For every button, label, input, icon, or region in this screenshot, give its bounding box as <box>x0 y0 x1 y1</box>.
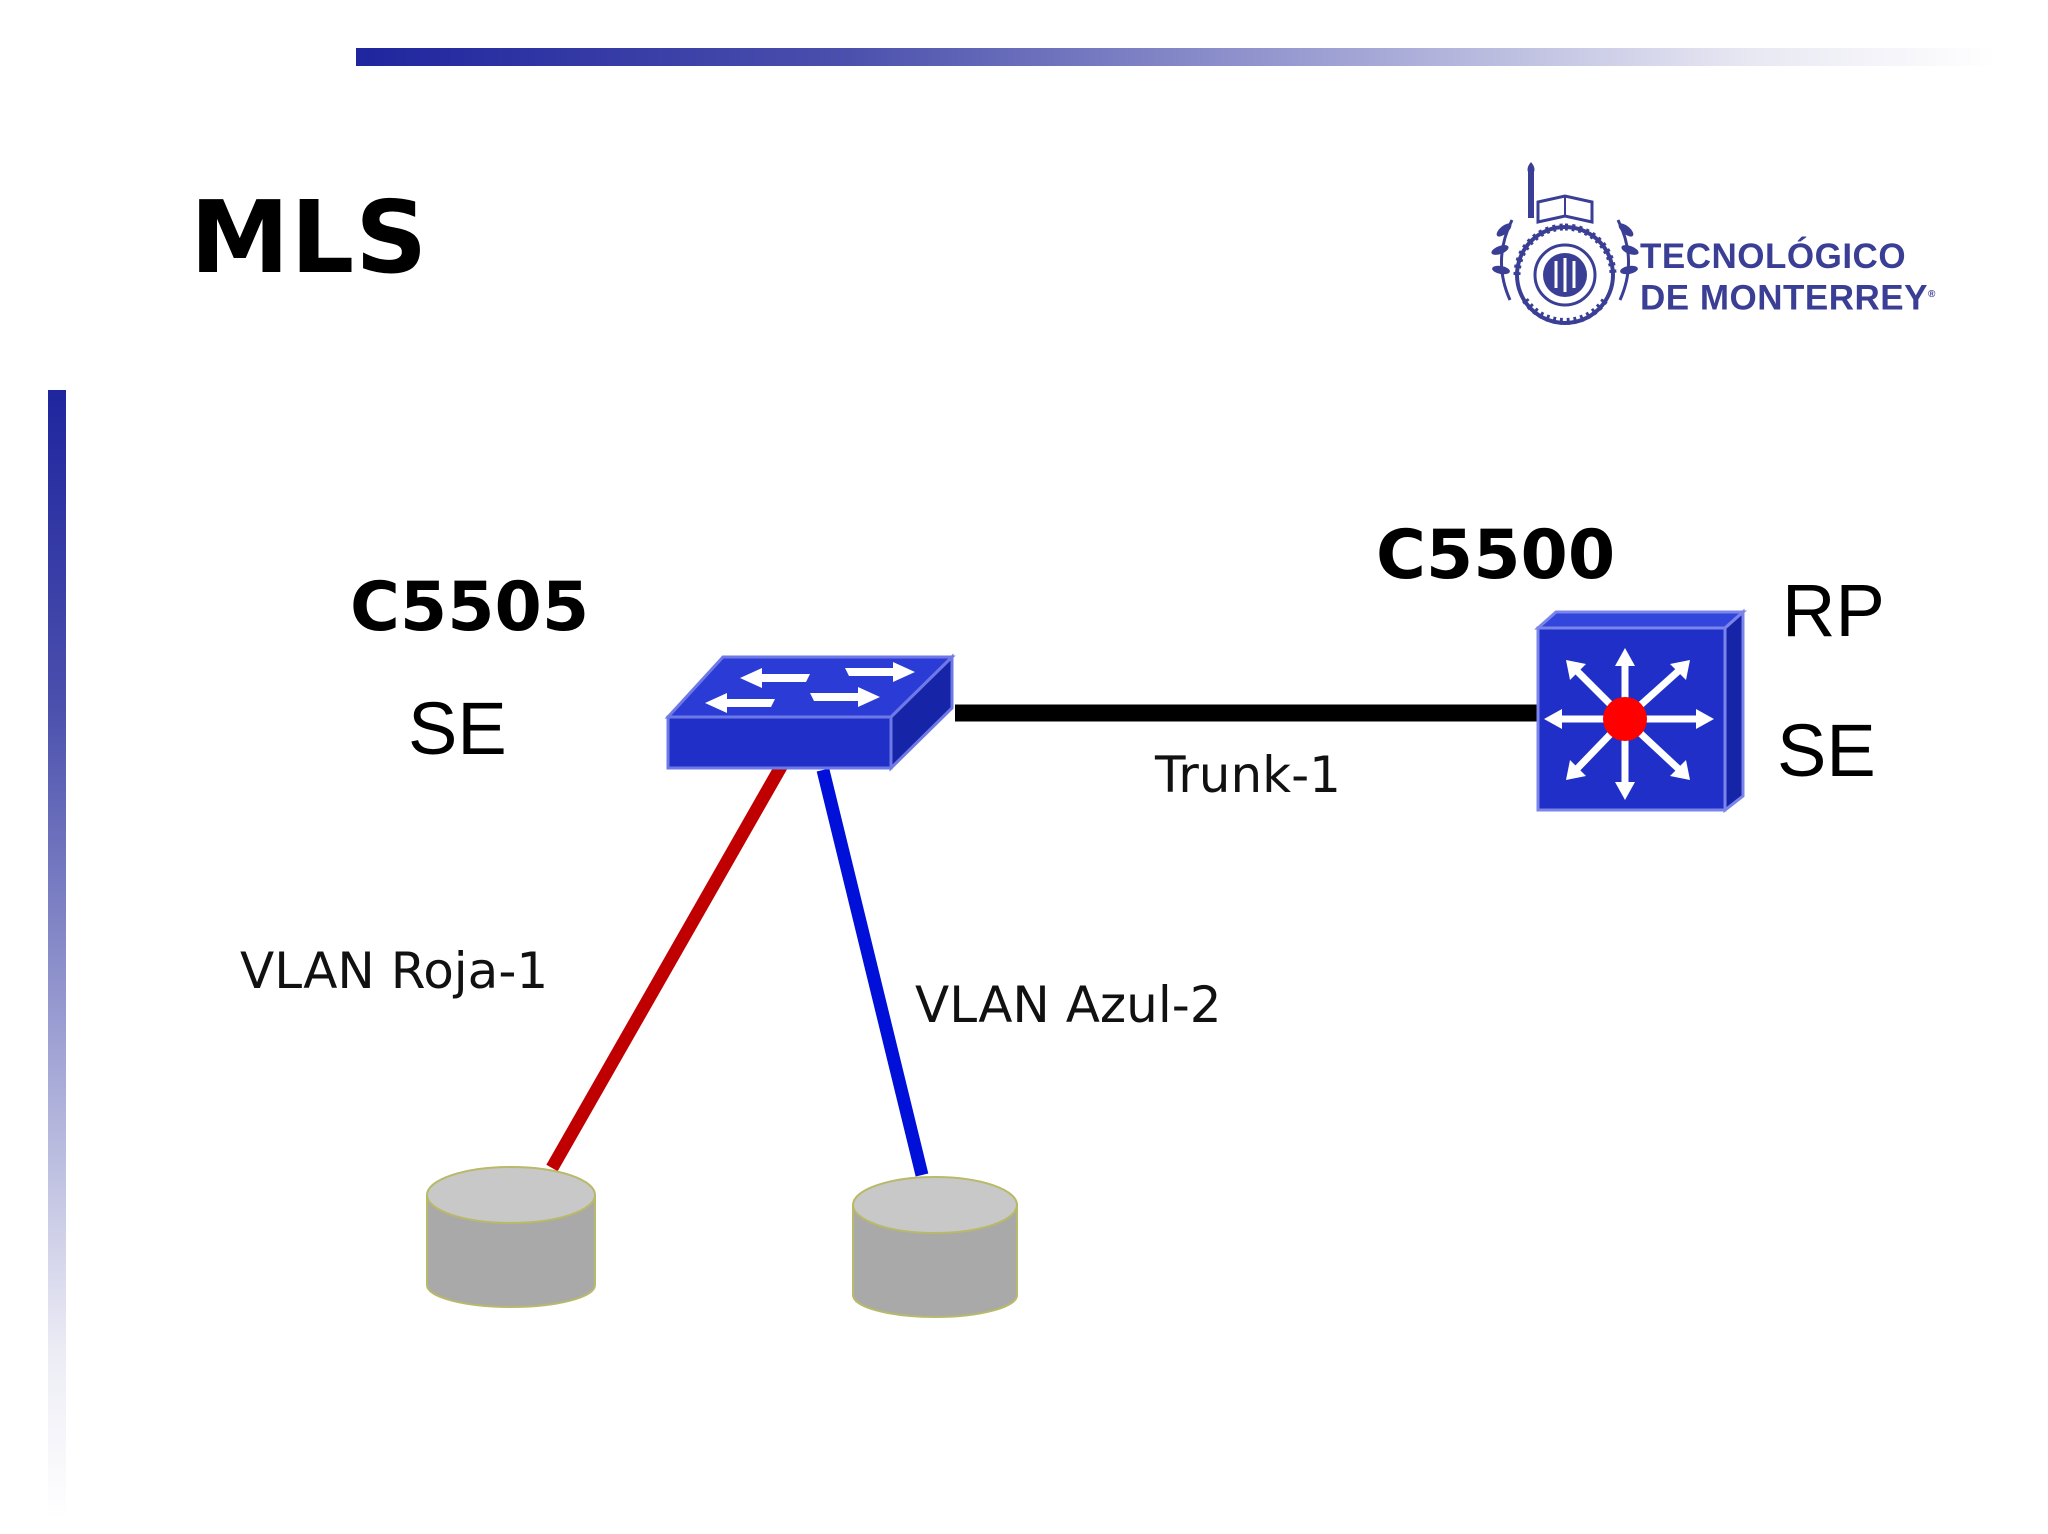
slide-title: MLS <box>190 179 429 296</box>
switch-left-role: SE <box>408 687 507 770</box>
vlan-red-label: VLAN Roja-1 <box>240 942 549 1000</box>
trunk-label: Trunk-1 <box>1155 746 1341 804</box>
switch-right-role-se: SE <box>1777 709 1876 792</box>
logo-line-1: TECNOLÓGICO <box>1640 237 1907 276</box>
host-cylinder-icon <box>426 1166 596 1308</box>
left-accent-bar <box>48 390 66 1520</box>
vlan-red-link <box>546 761 788 1172</box>
tec-monterrey-logo: TECNOLÓGICO DE MONTERREY® <box>1490 160 1970 335</box>
vlan-blue-link <box>816 768 929 1177</box>
switch-right-name: C5500 <box>1376 516 1616 595</box>
registered-mark: ® <box>1927 289 1936 300</box>
multilayer-switch-icon <box>1534 608 1747 814</box>
host-cylinder-icon <box>852 1176 1018 1318</box>
vlan-blue-label: VLAN Azul-2 <box>915 976 1222 1034</box>
switch-left-name: C5505 <box>350 568 590 647</box>
logo-line-2: DE MONTERREY <box>1640 278 1928 318</box>
logo-wordmark: TECNOLÓGICO DE MONTERREY® <box>1640 238 1936 318</box>
workgroup-switch-icon <box>664 653 956 772</box>
top-accent-bar <box>356 48 1996 66</box>
tec-monterrey-seal-icon <box>1491 162 1639 325</box>
switch-right-role-rp: RP <box>1782 569 1885 652</box>
